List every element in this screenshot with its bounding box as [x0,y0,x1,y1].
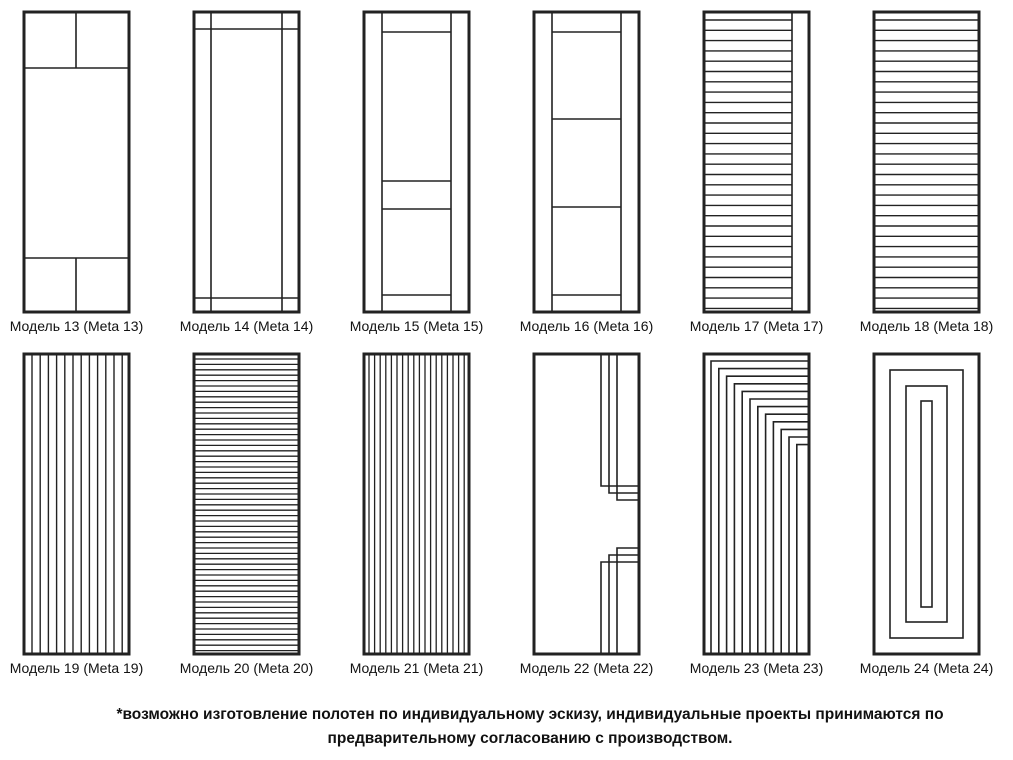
door-pattern [31,354,123,654]
middle-inset [905,385,948,623]
door-caption: Модель 20 (Meta 20) [179,660,314,676]
step-line [710,360,809,654]
step-line [796,443,809,654]
door-model-19 [22,352,131,656]
door-pattern [24,12,129,312]
step-line [749,398,809,654]
channel-top [600,354,639,487]
door-model-24 [872,352,981,656]
door-model-13 [22,10,131,314]
door-caption: Модель 22 (Meta 22) [519,660,654,676]
inner-inset [920,400,933,608]
step-line [757,405,809,654]
door-frame [192,352,301,656]
door-pattern [368,354,465,654]
door-pattern [704,12,793,312]
step-line [741,390,809,654]
door-pattern [381,12,452,312]
door-frame [872,10,981,314]
channel-bottom [608,554,639,654]
door-pattern [194,358,299,652]
door-caption: Модель 21 (Meta 21) [349,660,484,676]
door-pattern [710,360,809,654]
door-caption: Модель 17 (Meta 17) [689,318,824,334]
door-caption: Модель 16 (Meta 16) [519,318,654,334]
channel-top [616,354,639,501]
door-caption: Модель 19 (Meta 19) [9,660,144,676]
door-pattern [874,19,979,310]
door-pattern [889,369,964,639]
door-model-16 [532,10,641,314]
door-caption: Модель 14 (Meta 14) [179,318,314,334]
door-model-23 [702,352,811,656]
door-pattern [551,12,622,312]
door-caption: Модель 24 (Meta 24) [859,660,994,676]
note-line-1: *возможно изготовление полотен по индиви… [116,706,944,723]
door-pattern [194,12,299,312]
door-caption: Модель 18 (Meta 18) [859,318,994,334]
channel-bottom [616,547,639,654]
door-model-20 [192,352,301,656]
door-frame [362,352,471,656]
door-caption: Модель 15 (Meta 15) [349,318,484,334]
outer-inset [889,369,964,639]
door-frame [702,352,811,656]
door-frame [192,10,301,314]
step-line [788,436,809,654]
door-model-17 [702,10,811,314]
channel-top [608,354,639,494]
channel-bottom [600,561,639,654]
step-line [764,413,809,654]
step-line [733,383,809,654]
door-model-18 [872,10,981,314]
note-line-2: предварительному согласованию с производ… [327,730,733,747]
door-pattern [600,354,639,654]
door-model-22 [532,352,641,656]
step-line [718,367,809,654]
door-caption: Модель 23 (Meta 23) [689,660,824,676]
door-model-15 [362,10,471,314]
step-line [780,428,809,654]
door-frame [702,10,811,314]
door-model-21 [362,352,471,656]
door-frame [22,352,131,656]
door-model-14 [192,10,301,314]
door-frame [532,352,641,656]
custom-order-note: *возможно изготовление полотен по индиви… [40,703,1013,751]
door-frame [22,10,131,314]
door-frame [872,352,981,656]
door-frame [532,10,641,314]
door-caption: Модель 13 (Meta 13) [9,318,144,334]
step-line [725,375,809,654]
door-frame [362,10,471,314]
step-line [772,421,809,654]
